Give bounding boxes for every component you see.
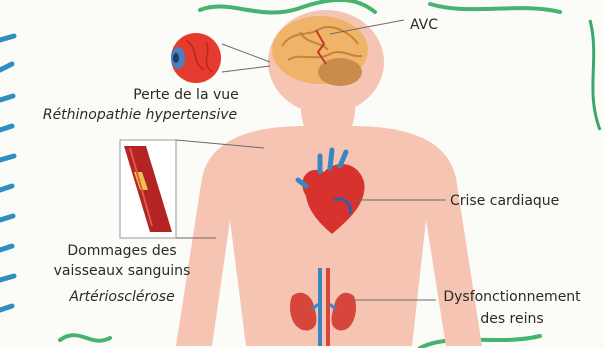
label-vessel-damage-1: Dommages des (32, 242, 212, 260)
marker-scribble-left (0, 36, 14, 310)
label-stroke: AVC (410, 16, 438, 34)
label-kidney-2: des reins (432, 310, 592, 328)
marker-scribble-top (200, 0, 560, 13)
label-vessel-damage-2: vaisseaux sanguins (32, 262, 212, 280)
label-arteriosclerosis: Artériosclérose (32, 288, 212, 306)
blood-vessel-icon (120, 140, 176, 238)
label-retinopathy: Réthinopathie hypertensive (20, 106, 260, 124)
label-vision-loss: Perte de la vue (66, 86, 306, 104)
label-heart-attack: Crise cardiaque (450, 192, 559, 210)
label-kidney-1: Dysfonctionnement (432, 288, 592, 306)
marker-scribble-right (590, 20, 600, 130)
eye-icon (171, 33, 221, 83)
